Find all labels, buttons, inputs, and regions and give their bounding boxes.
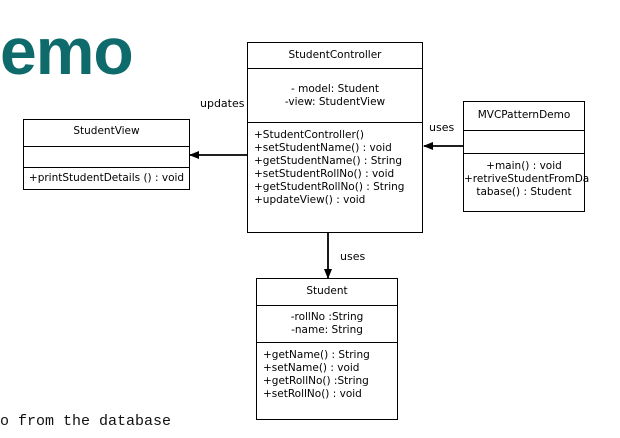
attribute: -rollNo :String	[290, 311, 364, 323]
attributes-section	[464, 131, 584, 154]
method: +getStudentRollNo() : String	[254, 181, 405, 193]
class-mvc-pattern-demo: MVCPatternDemo +main() : void +retriveSt…	[463, 101, 590, 212]
slide-heading: emo	[0, 14, 134, 88]
attributes-section	[24, 147, 189, 168]
uses-demo-label: uses	[429, 121, 455, 134]
method: +main() : void	[486, 160, 562, 172]
attribute: -name: String	[291, 324, 363, 336]
method: +getStudentName() : String	[254, 155, 403, 167]
method: +printStudentDetails () : void	[28, 172, 185, 184]
uses-student-label: uses	[340, 250, 366, 263]
attributes-section: - model: Student -view: StudentView	[248, 69, 422, 123]
class-name: StudentView	[24, 120, 189, 147]
class-name: StudentController	[248, 43, 422, 69]
methods-section: +StudentController() +setStudentName() :…	[248, 123, 422, 207]
method: +retriveStudentFromDa	[464, 173, 590, 185]
method: +setStudentName() : void	[254, 142, 392, 154]
method: +setRollNo() : void	[263, 388, 362, 400]
class-name: Student	[257, 279, 397, 306]
attribute: - model: Student	[290, 83, 380, 95]
method: +setStudentRollNo() : void	[254, 168, 395, 180]
method: tabase() : Student	[476, 186, 572, 198]
method: +updateView() : void	[254, 194, 366, 206]
methods-section: +printStudentDetails () : void	[24, 168, 189, 185]
class-name-text: Student	[306, 285, 348, 297]
updates-label: updates	[200, 97, 245, 110]
method: +StudentController()	[254, 129, 364, 141]
class-name: MVCPatternDemo	[464, 102, 584, 131]
class-student-controller: StudentController - model: Student -view…	[247, 42, 423, 233]
footer-code-text: o from the database	[0, 413, 172, 430]
method: +setName() : void	[263, 362, 360, 374]
method: +getRollNo() :String	[263, 375, 369, 387]
class-name-text: MVCPatternDemo	[477, 109, 571, 121]
methods-section: +getName() : String +setName() : void +g…	[257, 343, 397, 401]
attribute: -view: StudentView	[284, 96, 386, 108]
class-student: Student -rollNo :String -name: String +g…	[256, 278, 398, 420]
class-student-view: StudentView +printStudentDetails () : vo…	[23, 119, 190, 190]
methods-section: +main() : void +retriveStudentFromDa tab…	[464, 154, 590, 199]
class-name-text: StudentView	[73, 125, 140, 137]
attributes-section: -rollNo :String -name: String	[257, 306, 397, 343]
method: +getName() : String	[263, 349, 370, 361]
class-name-text: StudentController	[288, 49, 382, 61]
